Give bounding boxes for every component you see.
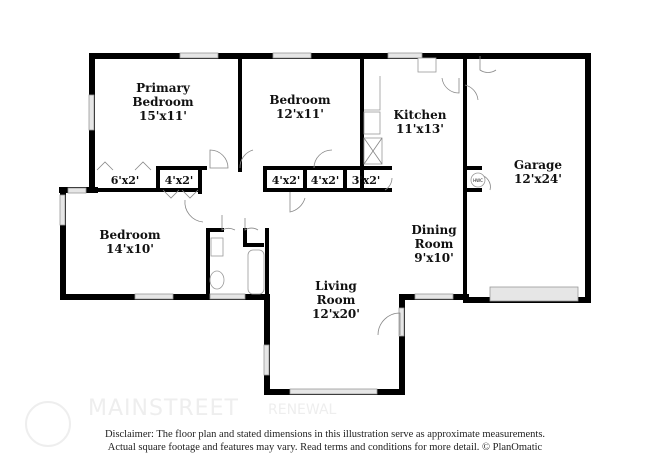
dining-name-2: Room [415,237,454,251]
bedroom-2-name: Bedroom [269,93,330,107]
bathtub-icon [247,249,265,295]
closet-label: 4'x2' [272,174,301,187]
garage-name: Garage [514,158,563,172]
primary-bedroom-name-2: Bedroom [132,95,193,109]
watermark-logo-sub: RENEWAL [268,402,337,418]
sink-icon [417,57,437,73]
closet-label: 4'x2' [165,174,194,187]
water-heater-icon [470,172,486,188]
disclaimer-line-1: Disclaimer: The floor plan and stated di… [104,429,546,440]
interior-walls [90,54,482,307]
living-size: 12'x20' [312,307,360,321]
bedroom-3-name: Bedroom [99,228,160,242]
primary-bedroom-name-1: Primary [136,81,191,95]
primary-bedroom-size: 15'x11' [139,109,187,123]
fixtures: HWC [209,57,486,295]
water-heater-label: HWC [473,178,483,183]
living-name-1: Living [315,279,357,293]
dining-size: 9'x10' [414,251,454,265]
watermark-icon [25,401,71,447]
doors [96,56,497,336]
closet-label: 3'x2' [352,174,381,187]
closet-label: 6'x2' [111,174,140,187]
bedroom-3-size: 14'x10' [106,242,154,256]
bedroom-2-size: 12'x11' [276,107,324,121]
garage-size: 12'x24' [514,172,562,186]
kitchen-name: Kitchen [394,108,447,122]
kitchen-size: 11'x13' [396,122,444,136]
bathroom-sink-icon [210,237,224,257]
closet-label: 4'x2' [311,174,340,187]
windows [59,52,579,395]
living-name-2: Room [317,293,356,307]
dining-name-1: Dining [411,223,457,237]
stove-icon [363,111,381,135]
toilet-icon [209,270,225,290]
disclaimer-line-2: Actual square footage and features may v… [107,442,543,453]
room-labels: Primary Bedroom 15'x11' Bedroom 12'x11' … [99,81,562,321]
watermark-logo: MAINSTREET [88,396,239,421]
